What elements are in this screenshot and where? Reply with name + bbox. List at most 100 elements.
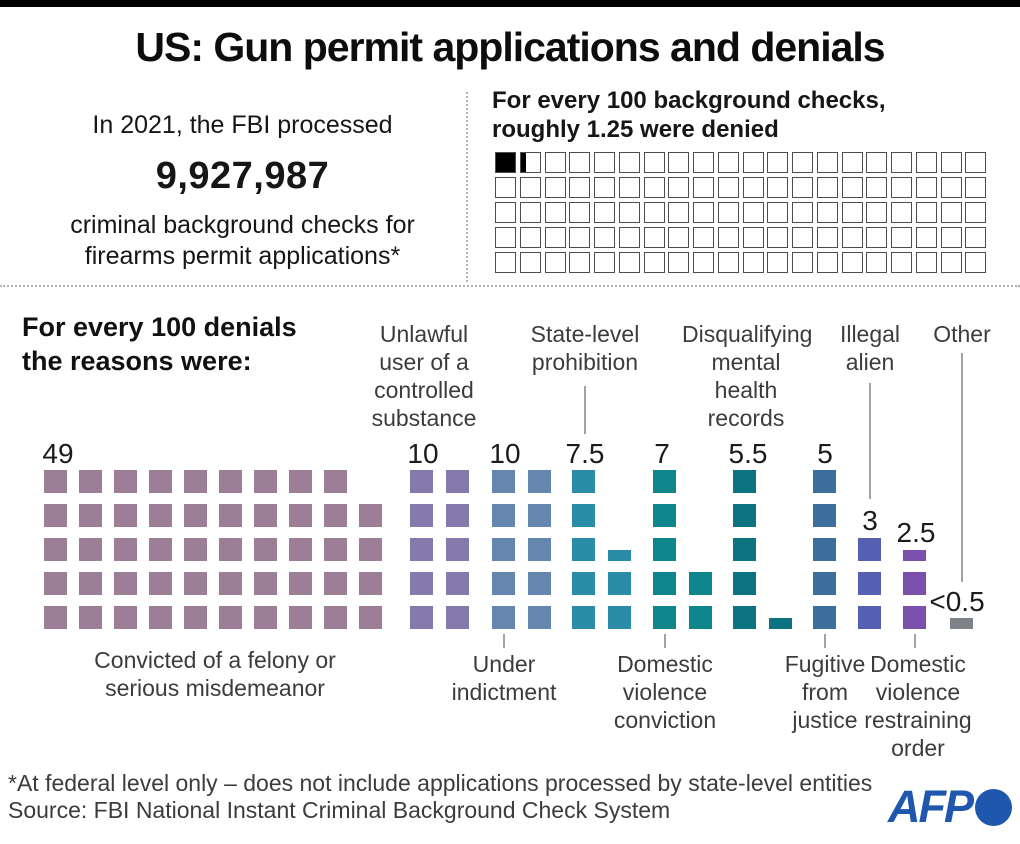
check-square [792,227,813,248]
check-square [717,252,739,273]
check-square [965,202,987,223]
check-square [767,152,789,173]
top-border-bar [0,0,1020,7]
stats-big-number: 9,927,987 [155,155,330,197]
check-square [495,177,516,198]
waffle-square [528,504,551,527]
waffle-square [733,606,756,629]
waffle-square [149,606,172,629]
waffle-square [572,470,595,493]
value-label: 10 [407,438,439,469]
waffle-square [184,504,207,527]
value-label: 2.5 [896,517,936,548]
check-square [618,252,640,273]
value-label: <0.5 [929,586,985,617]
category-label: Under indictment [451,651,557,705]
footnote: *At federal level only – does not includ… [8,770,873,796]
stats-detail-line2: firearms permit applications* [84,242,401,270]
check-square [544,177,566,198]
afp-logo-globe-icon [975,788,1012,826]
waffle-square [528,538,551,561]
checks-waffle-heading: For every 100 background checks, roughly… [492,86,886,144]
waffle-square [149,572,172,595]
waffle-square [689,606,712,629]
waffle-square [149,538,172,561]
check-square [866,202,888,223]
waffle-square [254,538,277,561]
connector-line [961,353,963,582]
check-square [816,252,838,273]
check-square [519,227,541,248]
denials-heading-line2: the reasons were: [22,346,252,376]
value-label: 3 [862,505,878,536]
page-title: US: Gun permit applications and denials [135,24,885,70]
check-square [891,177,912,198]
check-square [618,177,640,198]
check-square [891,152,912,173]
check-square [816,177,838,198]
vertical-dotted-divider [466,92,468,282]
waffle-square [79,606,102,629]
check-square [940,177,962,198]
value-label: 49 [42,438,74,469]
waffle-square [219,572,242,595]
category-label: Fugitive from justice [784,651,866,733]
waffle-square [492,572,515,595]
waffle-square [410,470,433,493]
check-square [742,202,764,223]
check-square [915,227,937,248]
waffle-square [446,606,469,629]
check-square [742,227,764,248]
connector-line [914,634,916,648]
check-square [792,177,813,198]
check-square [569,152,591,173]
check-square [816,227,838,248]
check-square [965,252,987,273]
check-square [841,152,863,173]
check-square [891,252,912,273]
check-square [915,152,937,173]
waffle-square [114,572,137,595]
check-square [668,227,690,248]
waffle-square [219,538,242,561]
waffle-square [324,504,347,527]
check-square [569,227,591,248]
waffle-square [813,572,836,595]
waffle-square [813,538,836,561]
waffle-square [289,470,312,493]
check-square [594,152,615,173]
waffle-square [813,606,836,629]
waffle-square [572,606,595,629]
waffle-square [79,504,102,527]
check-square [767,177,789,198]
horizontal-dotted-divider [0,285,1020,287]
check-square [693,152,714,173]
check-square [816,202,838,223]
check-square [495,252,516,273]
waffle-square [44,572,67,595]
waffle-square [184,606,207,629]
denials-chart-heading: For every 100 denials the reasons were: [22,310,297,378]
waffle-square [44,504,67,527]
check-square [717,202,739,223]
waffle-square [184,470,207,493]
check-square [940,227,962,248]
check-square [643,177,665,198]
check-square [717,152,739,173]
check-square [668,177,690,198]
waffle-square [950,618,973,629]
waffle-square [114,538,137,561]
waffle-square [44,606,67,629]
check-square [792,202,813,223]
waffle-square [410,606,433,629]
check-square [569,177,591,198]
check-square [693,227,714,248]
check-square [965,227,987,248]
waffle-square [769,618,792,629]
waffle-square [410,504,433,527]
waffle-square [528,470,551,493]
check-square [742,252,764,273]
stats-intro: In 2021, the FBI processed [92,111,393,139]
check-square [816,152,838,173]
